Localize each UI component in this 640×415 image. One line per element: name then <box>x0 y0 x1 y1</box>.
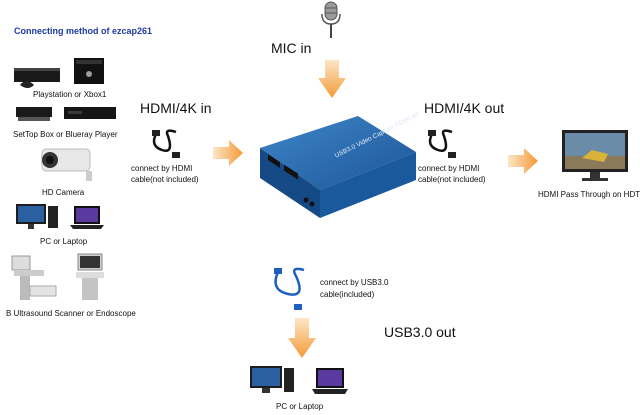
diagram-heading: Connecting method of ezcap261 <box>14 26 153 36</box>
pc-laptop-icon <box>16 204 104 229</box>
hdmi-cable-out-icon <box>428 129 456 158</box>
hdmi-cable-in-icon <box>152 129 180 158</box>
source-label-console: Playstation or Xbox1 <box>33 90 107 99</box>
hdmi-in-arrow <box>213 140 243 166</box>
hdmi-out-label: HDMI/4K out <box>424 100 505 116</box>
source-label-ultrasound: B Ultrasound Scanner or Endoscope <box>6 309 136 318</box>
set-top-box-icon <box>16 107 116 121</box>
game-console-icon <box>14 58 104 88</box>
hdmi-out-note-line2: cable(not included) <box>418 175 486 184</box>
usb-cable-icon <box>274 267 305 310</box>
source-label-pc: PC or Laptop <box>40 237 88 246</box>
microphone-icon <box>321 1 341 38</box>
usb-note-line1: connect by USB3.0 <box>320 278 389 287</box>
source-label-camera: HD Camera <box>42 188 85 197</box>
hdmi-in-label: HDMI/4K in <box>140 100 212 116</box>
hdmi-in-note-line2: cable(not included) <box>131 175 199 184</box>
usb-out-label: USB3.0 out <box>384 324 456 340</box>
pc-bottom-icon <box>250 366 348 394</box>
capture-device: USB3.0 Video Capture HDMI 4K <box>260 111 420 218</box>
hdmi-out-note-line1: connect by HDMI <box>418 164 480 173</box>
hdmi-in-note-line1: connect by HDMI <box>131 164 193 173</box>
pc-bottom-label: PC or Laptop <box>276 402 324 411</box>
hdtv-label: HDMI Pass Through on HDTV <box>538 190 640 199</box>
hd-camera-icon <box>41 148 92 181</box>
usb-arrow-down <box>288 318 316 358</box>
hdmi-out-arrow <box>508 148 538 174</box>
mic-arrow-down <box>318 60 346 98</box>
usb-note-line2: cable(included) <box>320 290 375 299</box>
hdtv-icon <box>562 130 628 181</box>
mic-in-label: MIC in <box>271 40 312 56</box>
source-label-settop: SetTop Box or Blueray Player <box>13 130 118 139</box>
ultrasound-scanner-icon <box>11 253 104 300</box>
